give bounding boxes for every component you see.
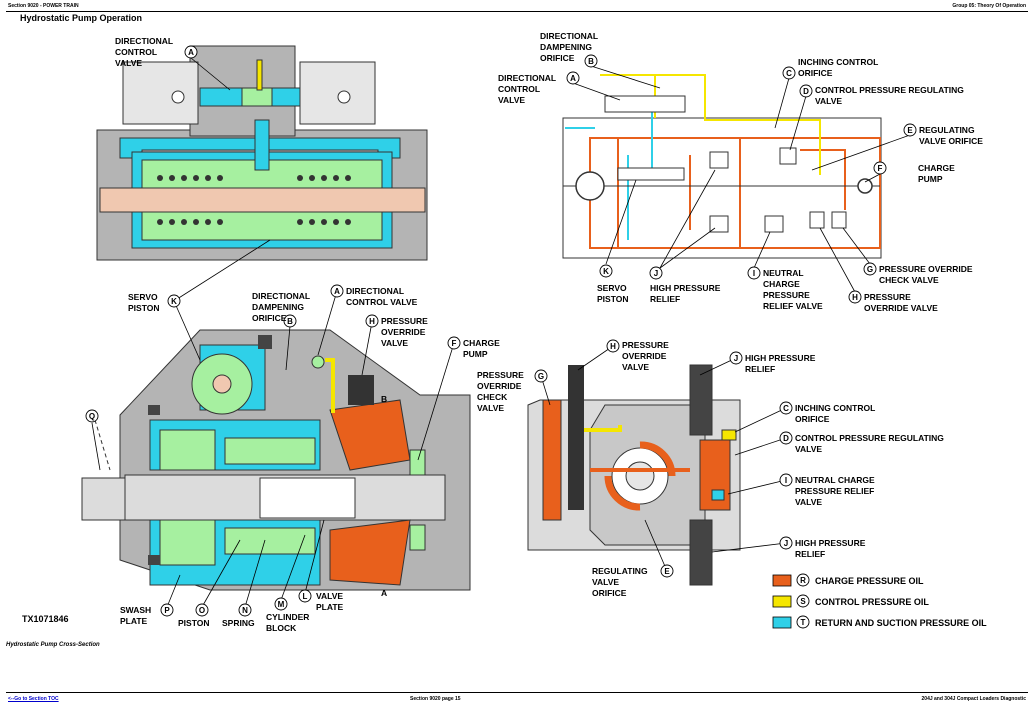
footer-title: 204J and 304J Compact Loaders Diagnostic: [921, 696, 1026, 702]
port-label-a: A: [381, 588, 387, 598]
letter-h3: H: [610, 342, 616, 351]
legend-label-charge: CHARGE PRESSURE OIL: [815, 576, 924, 586]
legend-letter-r: R: [800, 576, 806, 585]
figure-caption: Hydrostatic Pump Cross-Section: [6, 642, 100, 648]
letter-o: O: [199, 606, 205, 615]
letter-a3: A: [334, 287, 340, 296]
letter-h2: H: [369, 317, 375, 326]
legend-swatch-charge: [772, 574, 792, 587]
letter-g2: G: [538, 372, 544, 381]
legend-label-return: RETURN AND SUCTION PRESSURE OIL: [815, 618, 987, 628]
letter-n: N: [242, 606, 248, 615]
footer-page: Section 9020 page 15: [410, 696, 461, 702]
figure-id: TX1071846: [22, 614, 69, 624]
letter-d2: D: [783, 434, 789, 443]
letter-j1: J: [654, 269, 658, 278]
letter-g1: G: [867, 265, 873, 274]
letter-j2: J: [734, 354, 738, 363]
header-group: Group 05: Theory Of Operation: [952, 3, 1026, 9]
letter-i1: I: [753, 269, 755, 278]
header-rule: [6, 11, 1028, 12]
callout-letters: [85, 45, 917, 617]
legend: R S T CHARGE PRESSURE OIL CONTROL PRESSU…: [772, 573, 987, 629]
toc-link[interactable]: <--Go to Section TOC: [8, 696, 59, 702]
letter-f2: F: [452, 339, 457, 348]
bottom-left-pump-section: [81, 329, 471, 591]
letter-e1: E: [907, 126, 913, 135]
letter-d1: D: [803, 87, 809, 96]
letter-c2: C: [783, 404, 789, 413]
letter-b1: B: [588, 57, 594, 66]
letter-c1: C: [786, 69, 792, 78]
callout-letter-text: A A B C D E F K J I G H K A B H F Q P O …: [89, 48, 913, 615]
port-label-b: B: [381, 394, 387, 404]
page-title: Hydrostatic Pump Operation: [20, 13, 143, 23]
hydraulic-schematic: [562, 74, 882, 259]
letter-q: Q: [89, 412, 95, 421]
legend-swatch-return: [772, 616, 792, 629]
leader-lines: [91, 57, 911, 608]
letter-l: L: [303, 592, 308, 601]
label-n-section: SPRING: [222, 618, 255, 628]
letter-h1: H: [852, 293, 858, 302]
letter-a1: A: [188, 48, 194, 57]
letter-k1: K: [603, 267, 609, 276]
letter-e2: E: [664, 567, 670, 576]
footer-rule: [6, 692, 1028, 693]
letter-i2: I: [785, 476, 787, 485]
legend-label-control: CONTROL PRESSURE OIL: [815, 597, 929, 607]
letter-b2: B: [287, 317, 293, 326]
header-section: Section 9020 - POWER TRAIN: [8, 3, 79, 9]
letter-p: P: [164, 606, 170, 615]
label-o-section: PISTON: [178, 618, 210, 628]
letter-a2: A: [570, 74, 576, 83]
legend-swatch-control: [772, 595, 792, 608]
legend-letter-s: S: [800, 597, 806, 606]
letter-f1: F: [878, 164, 883, 173]
top-left-pump-section: [96, 45, 428, 261]
bottom-right-pump-endview: [527, 364, 741, 586]
letter-k2: K: [171, 297, 177, 306]
legend-letter-t: T: [801, 618, 806, 627]
letter-j3: J: [784, 539, 788, 548]
letter-m: M: [278, 600, 285, 609]
